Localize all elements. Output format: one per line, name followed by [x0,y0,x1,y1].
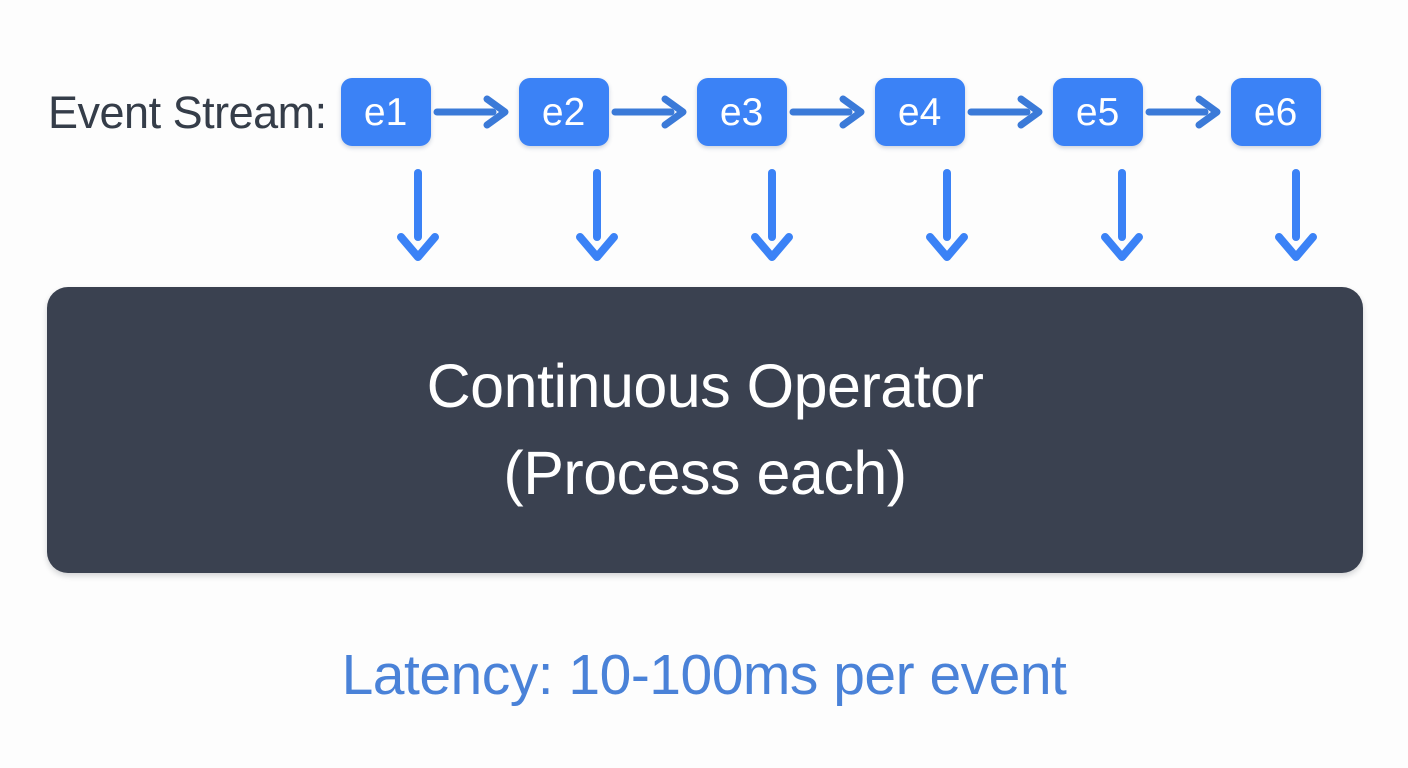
arrow-down-icon [751,169,793,261]
arrow-right-icon [789,95,865,129]
feed-arrows-group [0,165,1408,270]
arrow-down-icon [1101,169,1143,261]
event-badge-e5[interactable]: e5 [1052,78,1143,146]
continuous-operator-box: Continuous Operator (Process each) [47,287,1363,573]
event-badge-e6[interactable]: e6 [1230,78,1321,146]
event-badge-e3[interactable]: e3 [696,78,787,146]
latency-note: Latency: 10-100ms per event [341,643,1067,707]
arrow-down-icon [576,169,618,261]
event-stream-row: Event Stream: e1 e2 e3 [0,70,1408,154]
arrow-right-icon [967,95,1043,129]
arrow-right-icon [1145,95,1221,129]
operator-subtitle: (Process each) [503,439,907,507]
event-badge-label: e5 [1075,90,1120,134]
arrow-right-icon [433,95,509,129]
operator-title: Continuous Operator [426,352,984,421]
event-badge-e1[interactable]: e1 [340,78,431,146]
event-badges-track: e1 e2 e3 e4 [340,78,1321,146]
event-badge-e4[interactable]: e4 [874,78,965,146]
event-badge-label: e4 [897,90,942,134]
arrow-down-icon [397,169,439,261]
event-badge-label: e3 [719,90,764,134]
event-badge-label: e1 [363,90,408,134]
arrow-down-icon [926,169,968,261]
arrow-down-icon [1275,169,1317,261]
arrow-right-icon [611,95,687,129]
event-badge-e2[interactable]: e2 [518,78,609,146]
event-stream-label: Event Stream: [48,86,327,138]
event-badge-label: e2 [541,90,586,134]
event-badge-label: e6 [1253,90,1298,134]
